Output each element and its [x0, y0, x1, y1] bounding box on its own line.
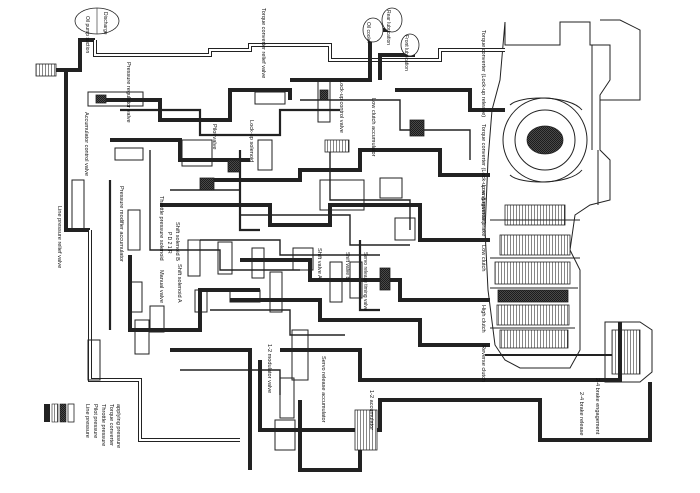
hydraulic-lines	[35, 28, 652, 472]
servo-release-accumulator-body	[291, 329, 309, 381]
reverse-clutch-label: Reverse clutch	[480, 345, 486, 382]
transmission-case	[484, 19, 653, 383]
shift-valve-b-body	[349, 261, 363, 299]
legend-swatch-tc	[67, 403, 75, 423]
pilot-valve-label: Pilot valve	[211, 124, 217, 150]
shift-solenoid-a-label: Shift solenoid A	[176, 264, 182, 303]
oil-cooler-callout	[362, 7, 420, 57]
pressure-regulator-label: Pressure regulator valve	[125, 62, 131, 123]
servo-release-accumulator-label: Servo release accumulator	[320, 356, 326, 423]
front-lubrication-label: Front lubrication	[403, 35, 409, 71]
accumulator-12-label: 1-2 accumulator	[368, 390, 374, 430]
low-clutch-label: Low clutch	[480, 245, 486, 271]
lockup-solenoid-label: Lock-up solenoid	[248, 120, 254, 162]
legend-swatch-line	[44, 404, 50, 422]
tc-release-label: Torque converter (Lock-up release)	[480, 30, 486, 117]
shift-valve-a-body	[329, 261, 343, 303]
throttle-solenoid-label: Throttle pressure solenoid	[158, 196, 164, 261]
tc-relief-label: Torque converter relief valve	[260, 8, 266, 78]
pressure-legend: Line pressure Pilot pressure Throttle pr…	[44, 403, 121, 448]
shift-valve-a-label: Shift valve A	[316, 248, 322, 279]
tc-engagement-label: Torque converter (Lock-up engagement)	[480, 124, 486, 224]
line-pressure-relief-valve-body	[87, 339, 101, 381]
legend-swatch-throttle	[59, 403, 67, 423]
oil-cooler-label: Oil cooler	[365, 22, 371, 43]
valves	[71, 79, 425, 451]
lockup-solenoid-body	[181, 139, 213, 167]
legend-pilot-label: Pilot pressure	[92, 404, 98, 438]
legend-throttle-label: Throttle pressure	[100, 404, 106, 446]
legend-swatch-pilot	[51, 403, 59, 423]
high-clutch-label: High clutch	[480, 305, 486, 333]
manual-valve-label: Manual valve	[158, 270, 164, 303]
rear-lubrication-label: Rear lubrication	[385, 10, 391, 45]
modulator-12-label: 1-2 modulator valve	[266, 344, 272, 393]
pressure-modifier-label: Pressure modifier accumulator	[118, 186, 124, 262]
accumulator-12-body	[354, 409, 378, 451]
accumulator-control-label: Accumulator control valve	[83, 112, 89, 176]
brake-24-engagement-label: 2-4 brake engagement	[594, 378, 600, 435]
labels: Pressure regulator valve Torque converte…	[56, 8, 600, 436]
legend-tc2-label: applying pressure	[115, 404, 121, 448]
brake-24-release-label: 2-4 brake release	[578, 392, 584, 436]
oil-strainer	[35, 63, 57, 77]
neutral-control-valve	[319, 179, 365, 211]
low-clutch-accumulator-body	[324, 139, 350, 153]
pilot-valve-body	[257, 139, 273, 171]
ports-label: P D 2 1 R	[166, 232, 172, 254]
low-clutch-accumulator-label: Low clutch accumulator	[370, 98, 376, 157]
modulator-12-body	[279, 377, 295, 419]
legend-tc-label: Torque converter	[108, 404, 114, 446]
manual-valve-body	[149, 305, 165, 333]
oil-pump-callout: Oil pump suction Discharge	[74, 7, 120, 53]
lockup-control-label: Lock-up control valve	[338, 80, 344, 133]
discharge-label: Discharge	[102, 12, 108, 35]
tc-relief-valve-body	[254, 91, 286, 105]
pressure-modifier-accumulator-body	[127, 209, 141, 251]
servo-release-timing-valve-body	[379, 267, 391, 291]
legend-line-label: Line pressure	[84, 404, 90, 438]
line-relief-label: Line pressure relief valve	[56, 206, 62, 268]
pressure-regulator-valve-body	[87, 91, 144, 107]
oil-pump-label: Oil pump suction	[84, 16, 90, 53]
shift-valve-b-label: Shift valve B	[344, 252, 350, 280]
low-reverse-brake-label: Low & reverse brake	[480, 185, 486, 236]
servo-timing-label: Servo release timing valve	[362, 252, 368, 311]
shift-solenoid-b-label: Shift solenoid B	[174, 222, 180, 261]
lockup-control-valve-body	[317, 79, 331, 123]
